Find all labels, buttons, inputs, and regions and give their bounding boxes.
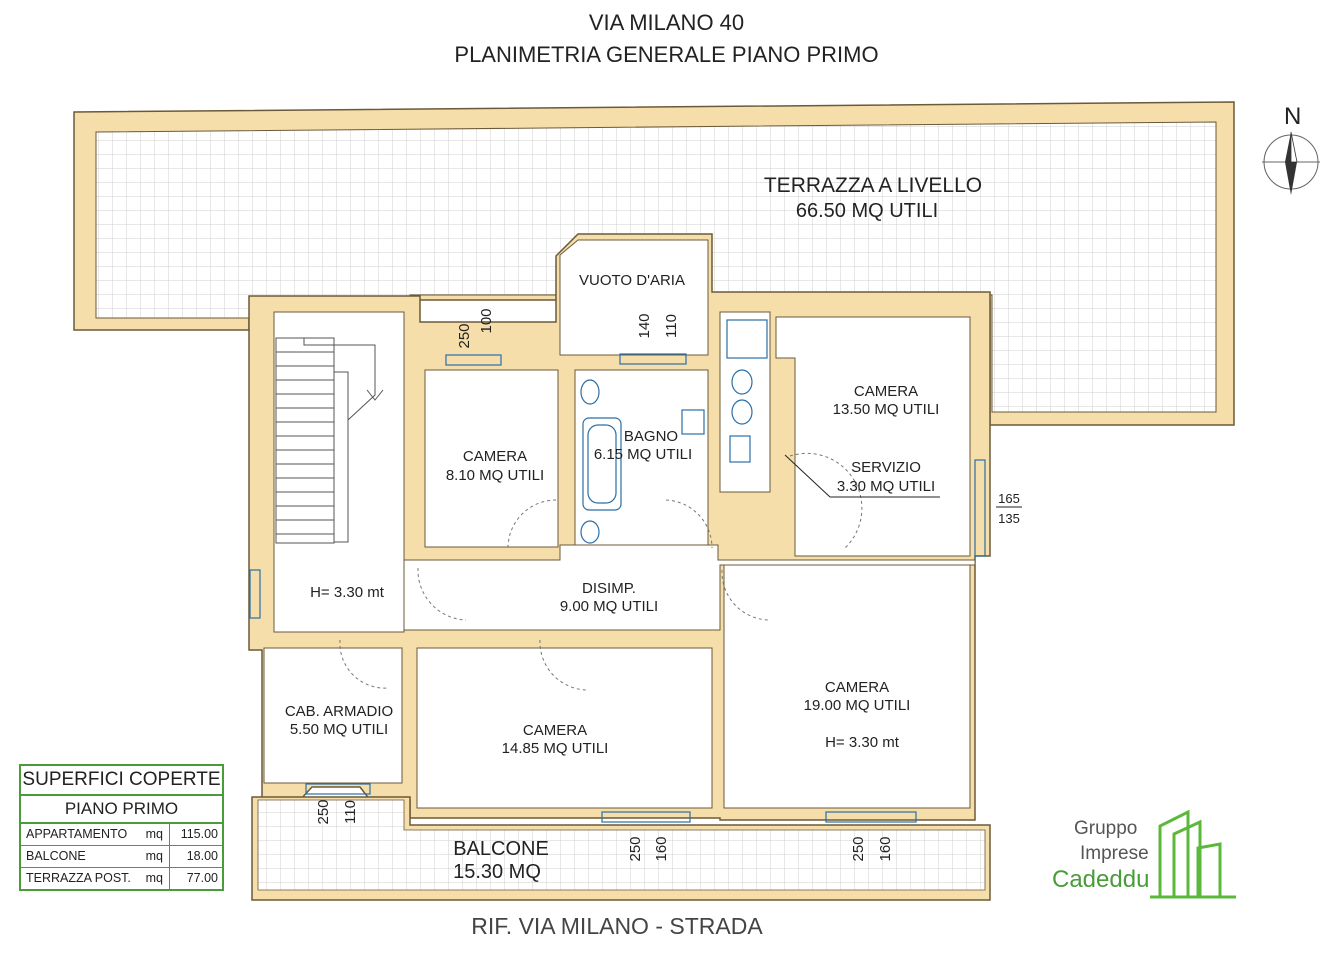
camera-se-room — [723, 564, 971, 809]
bathroom-fixtures — [580, 319, 768, 544]
dim-w2-height: 140 — [636, 313, 653, 338]
balcony — [251, 796, 991, 901]
dim-w4-sill: 110 — [342, 800, 359, 824]
stair-hall — [273, 311, 405, 633]
disimp-name: DISIMP. — [582, 580, 636, 597]
dim-w3-height: 165 — [998, 491, 1020, 506]
row-value: 77.00 — [186, 871, 218, 885]
servizio-area: 3.30 MQ UTILI — [837, 478, 935, 495]
camera-nw-room — [424, 369, 559, 548]
camera-s-name: CAMERA — [523, 722, 587, 739]
row-value: 18.00 — [186, 849, 218, 863]
dim-w6-sill: 160 — [877, 836, 894, 861]
dim-w4-height: 250 — [315, 799, 332, 824]
camera-s-room — [416, 647, 713, 809]
disimp-area: 9.00 MQ UTILI — [560, 598, 658, 615]
dim-w6-height: 250 — [850, 836, 867, 861]
row-value: 115.00 — [180, 827, 218, 841]
area-table-subtitle: PIANO PRIMO — [21, 796, 222, 824]
disimp-room — [403, 544, 976, 631]
room-interiors — [263, 239, 976, 809]
table-row: APPARTAMENTO mq 115.00 — [21, 824, 222, 846]
staircase — [275, 337, 384, 544]
cab-armadio-room — [263, 647, 403, 784]
logo-line2: Imprese — [1080, 843, 1149, 864]
logo-line1: Gruppo — [1074, 818, 1138, 839]
table-row: TERRAZZA POST. mq 77.00 — [21, 868, 222, 889]
room-labels: TERRAZZA A LIVELLO 66.50 MQ UTILI VUOTO … — [285, 174, 982, 883]
dim-w1-height: 250 — [456, 323, 473, 348]
plan-title: PLANIMETRIA GENERALE PIANO PRIMO — [454, 42, 879, 67]
table-row: BALCONE mq 18.00 — [21, 846, 222, 868]
area-table: SUPERFICI COPERTE PIANO PRIMO APPARTAMEN… — [19, 764, 224, 891]
row-unit: mq — [145, 827, 163, 841]
vuoto-room — [559, 239, 709, 356]
camera-se-name: CAMERA — [825, 679, 889, 696]
doors — [339, 452, 863, 691]
camera-se-height: H= 3.30 mt — [825, 734, 900, 751]
area-table-title: SUPERFICI COPERTE — [21, 766, 222, 796]
camera-nw-name: CAMERA — [463, 448, 527, 465]
dim-w2-sill: 110 — [663, 314, 680, 338]
cab-armadio-name: CAB. ARMADIO — [285, 703, 393, 720]
cab-armadio-area: 5.50 MQ UTILI — [290, 721, 388, 738]
camera-nw-area: 8.10 MQ UTILI — [446, 467, 544, 484]
dimension-labels: 250 100 140 110 165 135 250 110 250 160 … — [315, 308, 1022, 862]
camera-ne-room — [775, 316, 971, 557]
row-unit: mq — [145, 849, 163, 863]
terrace-area: 66.50 MQ UTILI — [796, 200, 938, 222]
camera-ne-name: CAMERA — [854, 383, 918, 400]
company-logo: Gruppo Imprese Cadeddu — [1050, 808, 1240, 900]
dim-w5-sill: 160 — [653, 836, 670, 861]
servizio-name: SERVIZIO — [851, 459, 921, 476]
vuoto-label: VUOTO D'ARIA — [579, 272, 685, 289]
buildings-logo-icon — [1150, 809, 1236, 899]
row-unit: mq — [145, 871, 163, 885]
camera-ne-area: 13.50 MQ UTILI — [833, 401, 940, 418]
compass-icon — [1262, 131, 1320, 195]
balcone-name: BALCONE — [453, 838, 549, 860]
compass-north-label: N — [1284, 103, 1301, 130]
address-title: VIA MILANO 40 — [588, 10, 745, 35]
bagno-name: BAGNO — [624, 428, 678, 445]
row-label: APPARTAMENTO — [26, 827, 128, 841]
logo-line3: Cadeddu — [1052, 866, 1150, 893]
dim-w3-sill: 135 — [998, 511, 1020, 526]
balcone-area: 15.30 MQ — [453, 861, 541, 883]
dim-w5-height: 250 — [627, 836, 644, 861]
dim-w1-sill: 100 — [478, 308, 495, 333]
row-label: TERRAZZA POST. — [26, 871, 131, 885]
camera-s-area: 14.85 MQ UTILI — [502, 740, 609, 757]
row-label: BALCONE — [26, 849, 86, 863]
terrace-name: TERRAZZA A LIVELLO — [764, 174, 982, 197]
windows — [249, 353, 986, 823]
bagno-area: 6.15 MQ UTILI — [594, 446, 692, 463]
camera-se-area: 19.00 MQ UTILI — [804, 697, 911, 714]
stair-height: H= 3.30 mt — [310, 584, 385, 601]
street-reference: RIF. VIA MILANO - STRADA — [471, 913, 763, 939]
